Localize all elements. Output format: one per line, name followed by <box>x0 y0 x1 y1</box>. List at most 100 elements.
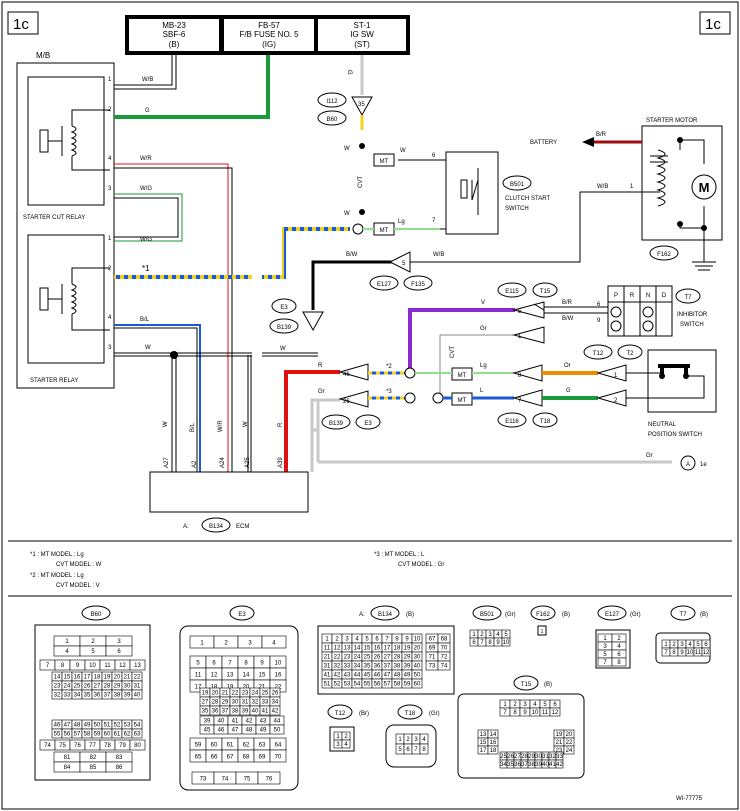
pin-number: 26 <box>374 654 381 660</box>
pin-number: 29 <box>222 699 229 705</box>
pin-number: 2 <box>480 632 484 638</box>
pin-number: 49 <box>404 672 411 678</box>
pin-number: 8 <box>395 636 399 642</box>
pin-number: 40 <box>134 692 141 698</box>
svg-text:T18: T18 <box>405 711 416 717</box>
pin-number: 54 <box>354 681 361 687</box>
pin-number: 19 <box>227 685 234 691</box>
footnotes: *1 : MT MODEL : Lg CVT MODEL : W *2 : MT… <box>30 552 444 589</box>
svg-text:1: 1 <box>630 184 634 190</box>
pin-number: 6 <box>704 642 708 648</box>
pin-number: 44 <box>274 718 281 724</box>
pin-number: 8 <box>617 660 621 666</box>
pin-cell <box>131 728 143 739</box>
pin-number: 66 <box>211 755 218 761</box>
pin-number: 21 <box>556 740 563 746</box>
pin-number: 8 <box>513 710 517 716</box>
pin-number: 2 <box>224 641 228 647</box>
svg-text:A39: A39 <box>278 457 284 468</box>
svg-text:B139: B139 <box>277 325 292 331</box>
pin-number: 16 <box>490 740 497 746</box>
pin-number: 1 <box>603 636 607 642</box>
svg-text:Lg: Lg <box>398 219 405 225</box>
pin-number: 76 <box>74 743 81 749</box>
svg-text:F162: F162 <box>657 252 671 258</box>
connector-view-f162: F162 (B) 1 <box>530 605 570 636</box>
pin-number: 51 <box>104 722 111 728</box>
pin-number: 54 <box>134 722 141 728</box>
pin-number: 40 <box>218 718 225 724</box>
pin-number: 69 <box>259 755 266 761</box>
pin-number: 30 <box>232 699 239 705</box>
pin-number: 3 <box>488 632 492 638</box>
svg-text:Or: Or <box>564 363 571 369</box>
pin-number: 38 <box>528 762 535 768</box>
pin-number: 74 <box>441 663 448 669</box>
pin-number: 25 <box>74 683 81 689</box>
svg-text:B/L: B/L <box>190 422 196 432</box>
pin-number: 21 <box>324 654 331 660</box>
svg-text:6: 6 <box>432 153 436 159</box>
pin-number: 33 <box>556 754 563 760</box>
pin-number: 9 <box>680 650 684 656</box>
pin-number: 55 <box>364 681 371 687</box>
pin-number: 26 <box>272 690 279 696</box>
pin-number: 20 <box>566 732 573 738</box>
pin-number: 46 <box>54 722 61 728</box>
pin-number: 19 <box>404 645 411 651</box>
svg-text:1c: 1c <box>13 16 29 33</box>
svg-text:(B): (B) <box>169 40 180 49</box>
pin-number: 26 <box>84 683 91 689</box>
pin-number: 71 <box>429 654 436 660</box>
svg-text:Gr: Gr <box>646 453 653 459</box>
pin-number: 42 <box>272 708 279 714</box>
pin-cell <box>419 743 429 755</box>
pin-number: 18 <box>394 645 401 651</box>
svg-text:(B): (B) <box>544 682 552 688</box>
pin-cell <box>411 678 423 689</box>
pin-number: 31 <box>542 754 549 760</box>
pin-number: 1 <box>200 641 204 647</box>
pin-number: 34 <box>272 699 279 705</box>
pin-number: 35 <box>364 663 371 669</box>
pin-number: 19 <box>202 690 209 696</box>
section-tag-left: 1c <box>7 11 39 35</box>
pin-number: 27 <box>202 699 209 705</box>
pin-number: 16 <box>374 645 381 651</box>
svg-text:BATTERY: BATTERY <box>530 140 557 146</box>
pin-number: 14 <box>54 674 61 680</box>
svg-text:*1: *1 <box>142 264 150 273</box>
pin-number: 67 <box>227 755 234 761</box>
svg-text:A25: A25 <box>245 457 251 468</box>
pin-number: 45 <box>364 672 371 678</box>
svg-text:(B): (B) <box>562 612 570 618</box>
pin-number: 3 <box>523 702 527 708</box>
pin-number: 19 <box>104 674 111 680</box>
pin-number: 40 <box>414 663 421 669</box>
pin-number: 5 <box>196 661 200 667</box>
svg-text:CVT: CVT <box>450 346 456 358</box>
pin-number: 15 <box>364 645 371 651</box>
svg-text:W: W <box>145 345 151 351</box>
pin-number: 11 <box>324 645 331 651</box>
pin-number: 9 <box>260 661 264 667</box>
pin-number: 9 <box>76 663 80 669</box>
pin-number: 1 <box>325 636 329 642</box>
pin-number: 67 <box>429 636 436 642</box>
pin-number: 86 <box>116 765 123 771</box>
pin-number: 19 <box>556 732 563 738</box>
pin-number: 22 <box>334 654 341 660</box>
pin-number: 53 <box>344 681 351 687</box>
pin-number: 58 <box>394 681 401 687</box>
pin-number: 2 <box>91 639 95 645</box>
pin-number: 1 <box>503 702 507 708</box>
svg-text:1: 1 <box>614 373 618 379</box>
pin-number: 85 <box>90 765 97 771</box>
pin-number: 38 <box>394 663 401 669</box>
svg-text:46: 46 <box>343 372 350 378</box>
pin-number: 10 <box>414 636 421 642</box>
svg-text:2: 2 <box>108 107 112 113</box>
svg-text:NEUTRAL: NEUTRAL <box>648 422 677 428</box>
